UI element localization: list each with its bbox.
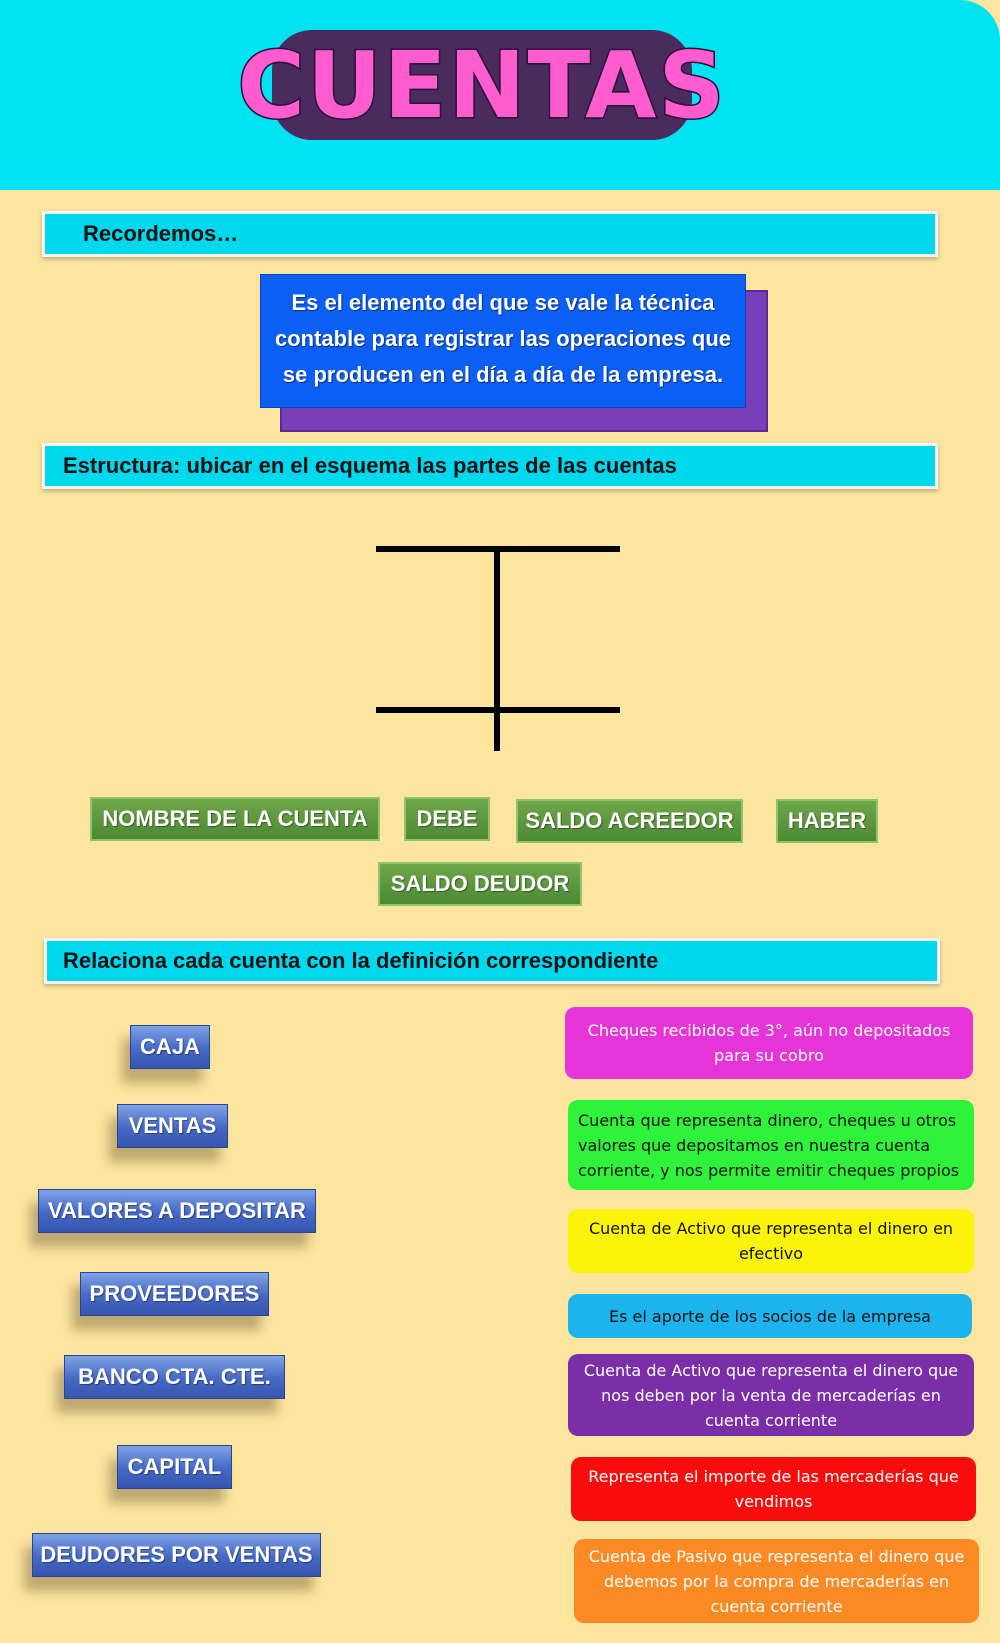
account-deudores-por-ventas[interactable]: DEUDORES POR VENTAS (32, 1533, 321, 1577)
account-capital[interactable]: CAPITAL (117, 1445, 232, 1489)
definition-card-proveedores[interactable]: Cuenta de Pasivo que representa el diner… (574, 1539, 979, 1623)
scallop-border (0, 148, 1000, 188)
definition-card-deudores[interactable]: Cuenta de Activo que representa el diner… (568, 1354, 974, 1436)
section-recordemos-label: Recordemos… (83, 221, 239, 246)
section-estructura-label: Estructura: ubicar en el esquema las par… (63, 453, 677, 478)
chip-haber[interactable]: HABER (776, 799, 878, 843)
page-title: CUENTAS (236, 30, 727, 140)
definition-text: Es el elemento del que se vale la técnic… (274, 290, 732, 387)
account-proveedores[interactable]: PROVEEDORES (80, 1272, 269, 1316)
chip-debe[interactable]: DEBE (404, 797, 490, 841)
chip-nombre-de-la-cuenta[interactable]: NOMBRE DE LA CUENTA (90, 797, 380, 841)
chip-saldo-deudor[interactable]: SALDO DEUDOR (378, 862, 582, 906)
definition-card-ventas[interactable]: Representa el importe de las mercaderías… (571, 1457, 976, 1521)
account-caja[interactable]: CAJA (130, 1025, 210, 1069)
definition-box: Es el elemento del que se vale la técnic… (260, 274, 746, 408)
account-banco-cta-cte[interactable]: BANCO CTA. CTE. (64, 1355, 285, 1399)
definition-card-valores-a-depositar[interactable]: Cheques recibidos de 3°, aún no deposita… (565, 1007, 973, 1079)
definition-card-banco[interactable]: Cuenta que representa dinero, cheques u … (568, 1100, 974, 1190)
section-recordemos: Recordemos… (42, 211, 938, 257)
section-relaciona: Relaciona cada cuenta con la definición … (44, 938, 940, 984)
section-estructura: Estructura: ubicar en el esquema las par… (42, 443, 938, 489)
account-valores-a-depositar[interactable]: VALORES A DEPOSITAR (38, 1189, 316, 1233)
definition-card-caja[interactable]: Cuenta de Activo que representa el diner… (568, 1209, 974, 1273)
chip-saldo-acreedor[interactable]: SALDO ACREEDOR (516, 799, 743, 843)
account-ventas[interactable]: VENTAS (117, 1104, 228, 1148)
t-account-vertical-line (494, 546, 500, 751)
section-relaciona-label: Relaciona cada cuenta con la definición … (63, 948, 659, 973)
definition-card-capital[interactable]: Es el aporte de los socios de la empresa (568, 1294, 972, 1338)
t-account-bottom-line (376, 707, 620, 713)
